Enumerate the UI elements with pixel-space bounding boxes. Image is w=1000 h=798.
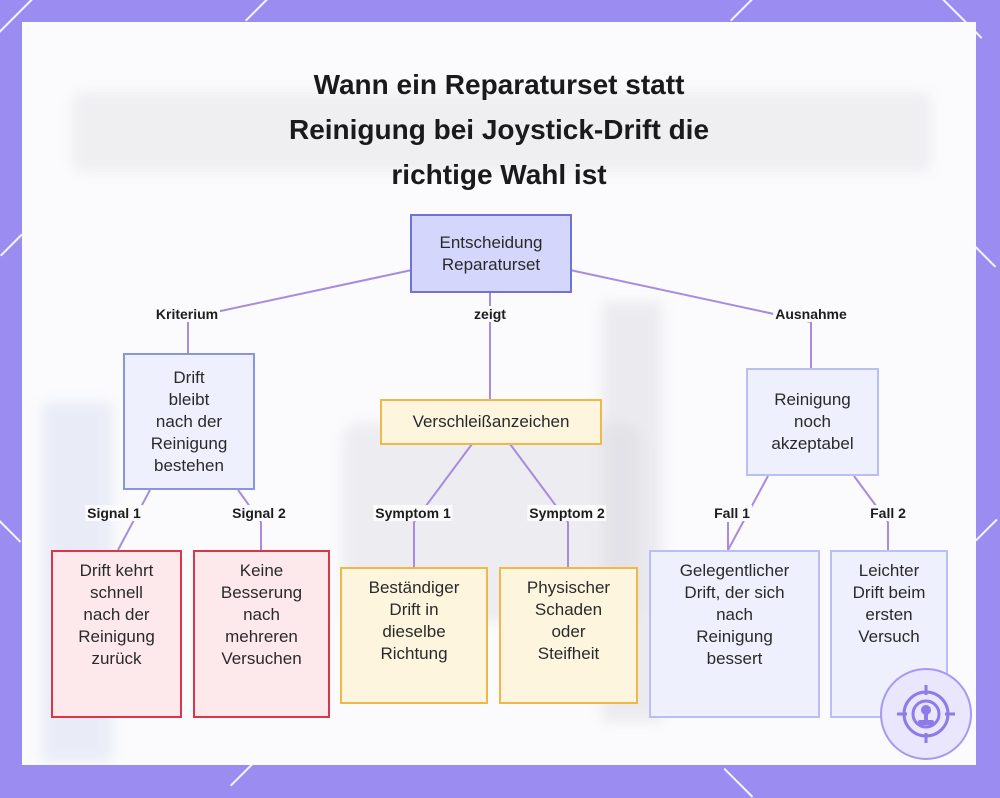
node-signal2: Keine Besserung nach mehreren Versuchen (193, 550, 330, 718)
edge-label-signal2: Signal 2 (230, 505, 288, 521)
edge-criterion (187, 269, 413, 319)
node-symptom1: Beständiger Drift in dieselbe Richtung (340, 567, 488, 704)
edge-label-case1: Fall 1 (712, 505, 752, 521)
node-exception: Reinigung noch akzeptabel (746, 368, 879, 476)
node-symptom2: Physischer Schaden oder Steifheit (499, 567, 638, 704)
title-line: Reinigung bei Joystick-Drift die (288, 114, 710, 145)
title-line: Wann ein Reparaturset statt (313, 69, 685, 100)
frame-decoration (975, 518, 998, 542)
edge-label-criterion: Kriterium (153, 306, 221, 322)
node-wear-signs: Verschleißanzeichen (380, 399, 602, 445)
node-signal1: Drift kehrt schnell nach der Reinigung z… (51, 550, 182, 718)
logo-graphic (897, 685, 955, 743)
diagram-title: Wann ein Reparaturset statt Reinigung be… (22, 62, 976, 197)
node-criterion: Drift bleibt nach der Reinigung bestehen (123, 353, 255, 490)
diagram-card: Wann ein Reparaturset statt Reinigung be… (22, 22, 976, 765)
edge-label-shows: zeigt (472, 306, 508, 322)
edge-label-symptom2: Symptom 2 (527, 505, 607, 521)
frame-decoration (730, 0, 760, 22)
edge-exception (569, 269, 812, 323)
edge-label-case2: Fall 2 (868, 505, 908, 521)
frame-decoration (0, 233, 23, 257)
node-case1: Gelegentlicher Drift, der sich nach Rein… (649, 550, 820, 718)
edge-label-exception: Ausnahme (773, 306, 849, 322)
target-joystick-icon (880, 668, 972, 760)
title-line: richtige Wahl ist (391, 159, 607, 190)
frame-decoration (723, 768, 754, 798)
frame-decoration (973, 245, 997, 268)
frame-decoration (245, 0, 275, 22)
edge-label-symptom1: Symptom 1 (373, 505, 453, 521)
node-root: Entscheidung Reparaturset (410, 214, 572, 293)
background-blur (72, 92, 932, 172)
frame-decoration (0, 520, 22, 543)
edge-label-signal1: Signal 1 (85, 505, 143, 521)
